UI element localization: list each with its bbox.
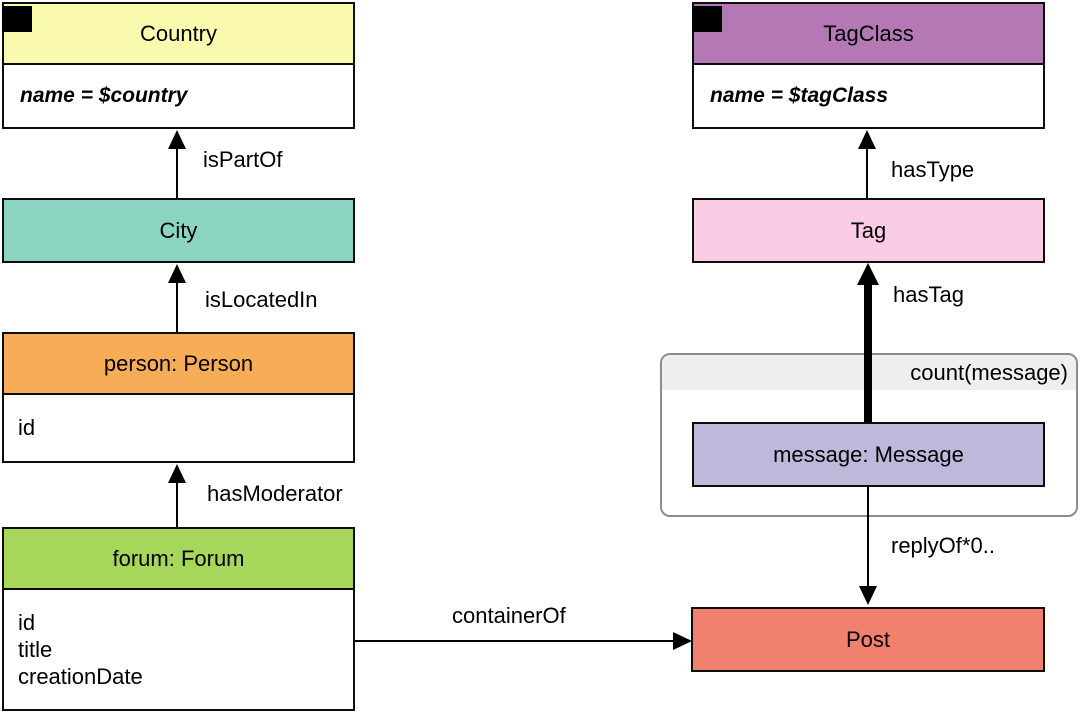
node-tagclass-header: TagClass [692,4,1043,65]
node-forum-header: forum: Forum [4,529,353,590]
node-tagclass-title: TagClass [823,20,914,46]
node-person: person: Person id [2,332,355,463]
node-country-header: Country [2,4,353,65]
edge-islocatedin-line [176,282,178,332]
aggregation-label: count(message) [910,359,1068,385]
node-forum-attr-id: id [18,610,36,635]
node-tagclass-attribute-text: name = $tagClass [710,84,889,107]
node-tagclass: TagClass name = $tagClass [692,2,1045,129]
node-country-attribute: name = $country [4,65,353,127]
node-tag: Tag [692,198,1045,263]
node-tagclass-attribute: name = $tagClass [694,65,1043,127]
node-forum-title: forum: Forum [112,545,245,571]
edge-hasmoderator-arrowhead-icon [168,464,186,483]
node-city: City [2,198,355,263]
edge-ispartof-line [176,148,178,198]
black-square-marker-icon [692,6,722,32]
node-country-attribute-text: name = $country [20,84,188,107]
node-forum-attr-creationdate: creationDate [18,664,143,689]
node-message-title: message: Message [773,441,964,467]
edge-hastag-line-thick [864,284,872,422]
edge-hastag-arrowhead-icon [857,263,879,285]
edge-containerof-line [355,640,674,642]
edge-label-replyof: replyOf*0.. [891,533,995,558]
node-forum-attr-title: title [18,637,53,662]
edge-ispartof-arrowhead-icon [168,130,186,149]
edge-hastype-line [866,148,868,198]
edge-hasmoderator-line [176,482,178,527]
node-person-header: person: Person [4,334,353,395]
black-square-marker-icon [2,6,32,32]
node-post: Post [691,607,1045,672]
node-person-attr-id: id [18,415,36,440]
node-tag-title: Tag [850,217,887,243]
node-message: message: Message [692,422,1045,487]
edge-label-ispartof: isPartOf [203,147,283,172]
edge-label-islocatedin: isLocatedIn [205,287,318,312]
node-country: Country name = $country [2,2,355,129]
edge-label-containerof: containerOf [452,603,566,628]
node-country-title: Country [139,20,218,46]
edge-hastype-arrowhead-icon [858,130,876,149]
node-person-attributes: id [4,395,353,460]
edge-containerof-arrowhead-icon [673,632,692,650]
node-forum: forum: Forum id title creationDate [2,527,355,711]
edge-replyof-line [867,487,869,588]
edge-label-hasmoderator: hasModerator [207,481,343,506]
node-person-title: person: Person [103,350,254,376]
node-post-title: Post [845,626,891,652]
node-forum-attributes: id title creationDate [4,590,353,709]
edge-islocatedin-arrowhead-icon [168,264,186,283]
edge-label-hastype: hasType [891,157,975,182]
edge-label-hastag: hasTag [893,282,964,307]
edge-replyof-arrowhead-icon [859,586,877,605]
node-city-title: City [159,217,198,243]
